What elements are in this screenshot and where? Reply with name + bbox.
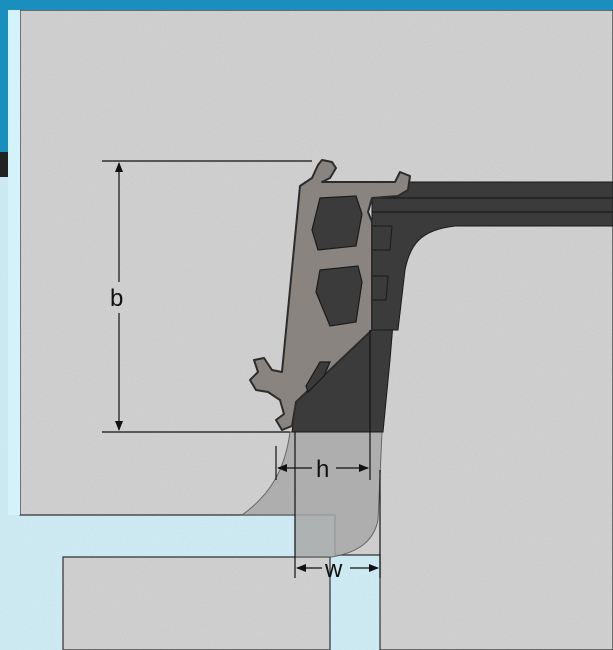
dimension-h-label: h (316, 456, 329, 483)
profile-chamber-middle (315, 265, 363, 327)
concrete-lower-block (62, 556, 331, 650)
header-bar (0, 0, 613, 10)
profile-chamber-top (311, 195, 363, 251)
left-dark-segment (0, 152, 8, 177)
profile-chamber-bottom (305, 361, 331, 394)
dimension-w-label: w (324, 556, 343, 583)
left-blue-strip (0, 10, 8, 152)
dimension-b-label: b (110, 285, 123, 312)
